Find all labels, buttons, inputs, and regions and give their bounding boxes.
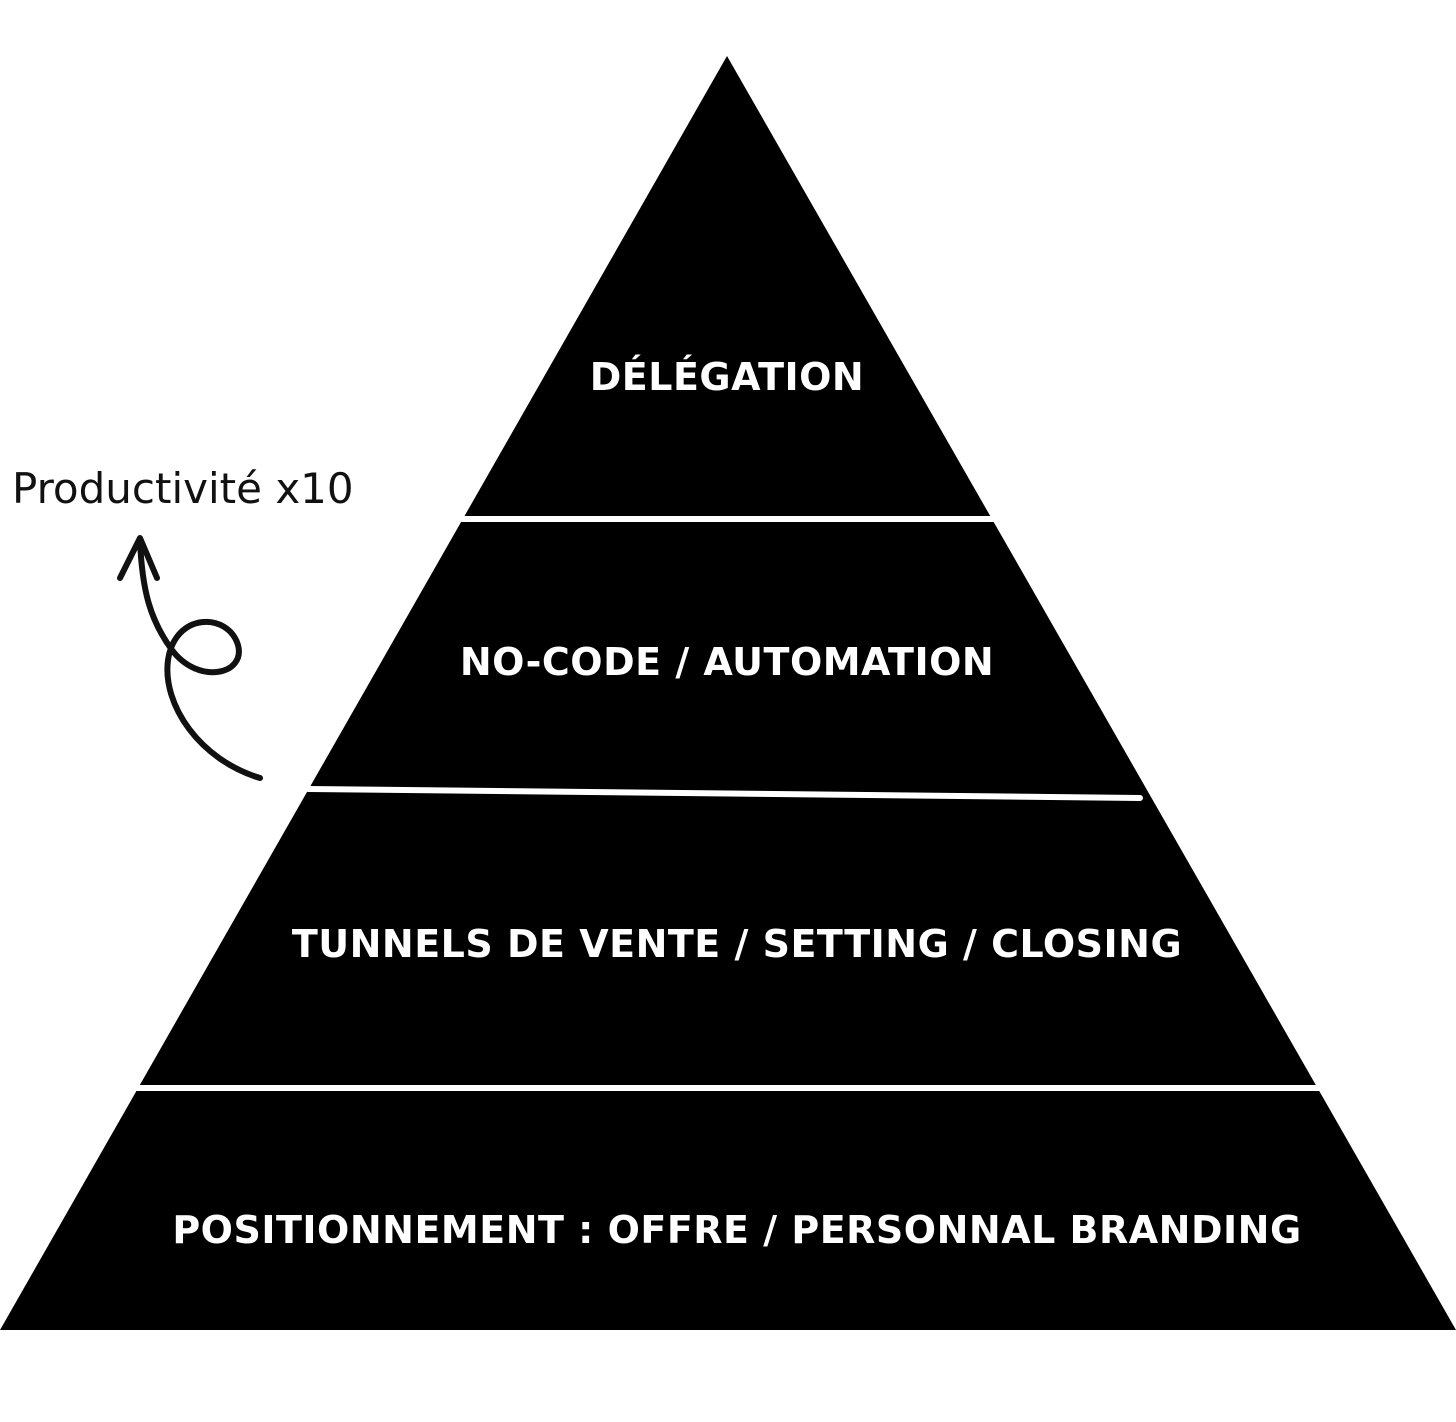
- curly-arrow-up-icon: [117, 535, 263, 781]
- tier-dividers: [133, 516, 1325, 1091]
- tier-label-sales-funnels: TUNNELS DE VENTE / SETTING / CLOSING: [292, 922, 1182, 966]
- productivity-annotation: Productivité x10: [12, 464, 354, 513]
- pyramid-shape: [0, 56, 1456, 1330]
- tier-label-positioning: POSITIONNEMENT : OFFRE / PERSONNAL BRAND…: [172, 1208, 1301, 1252]
- divider-2: [305, 786, 1143, 801]
- tier-label-delegation: DÉLÉGATION: [590, 355, 865, 399]
- tier-label-no-code-automation: NO-CODE / AUTOMATION: [460, 640, 994, 684]
